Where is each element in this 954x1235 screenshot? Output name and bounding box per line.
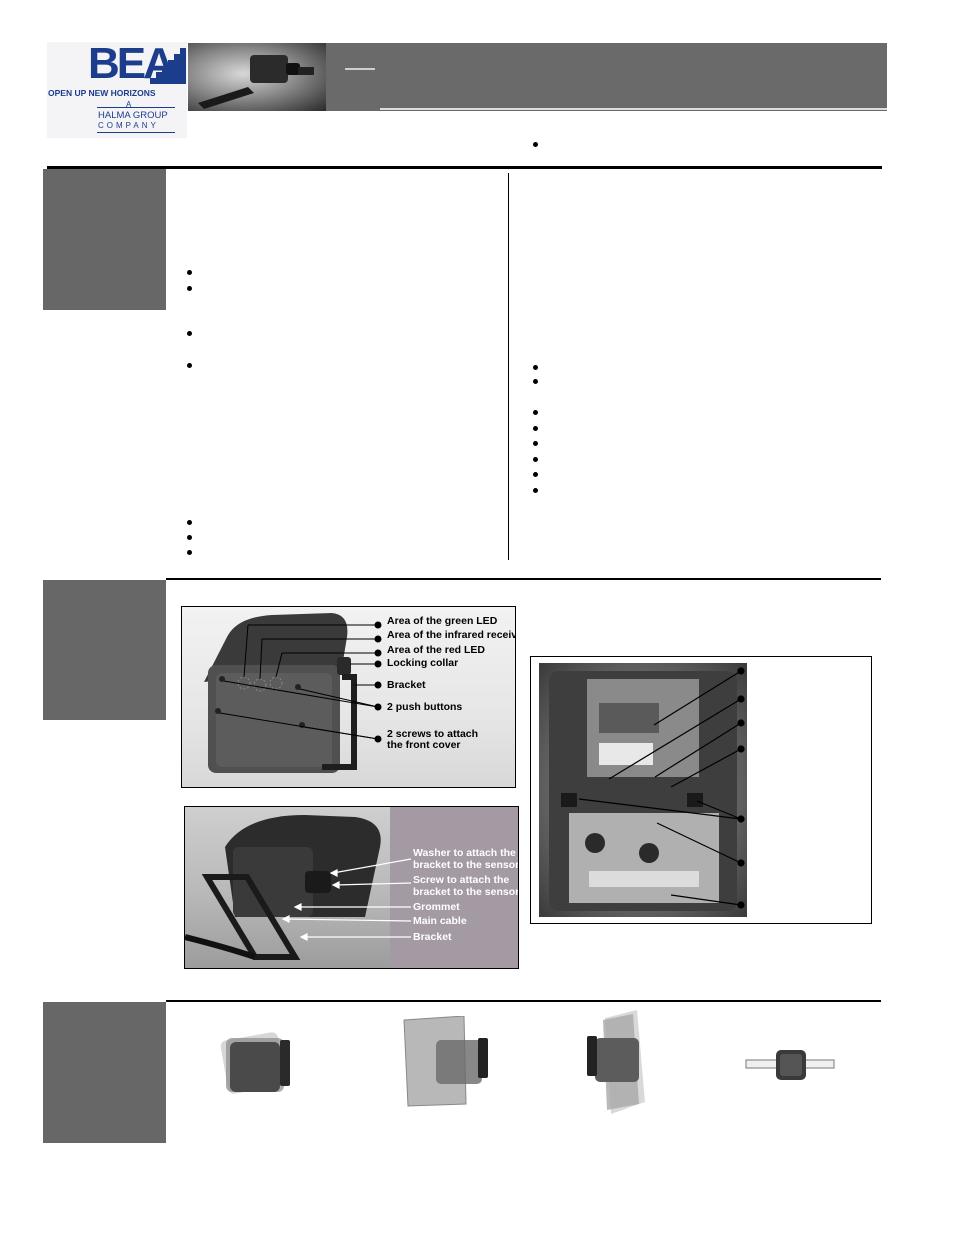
banner-rule xyxy=(380,108,887,110)
right-bullet xyxy=(533,379,538,384)
header-rule xyxy=(47,166,882,169)
left-bullet xyxy=(187,331,192,336)
sensor-surface-icon xyxy=(403,1016,488,1107)
label-screws: 2 screws to attach xyxy=(387,728,479,740)
label-infrared-receiver: Area of the infrared receiver xyxy=(387,629,516,641)
right-bullet xyxy=(533,365,538,370)
sensor-rotate-icon xyxy=(587,1010,645,1114)
left-bullet xyxy=(187,270,192,275)
label-push-buttons: 2 push buttons xyxy=(387,701,463,713)
label-washer-2: bracket to the sensor xyxy=(413,859,519,871)
label-grommet: Grommet xyxy=(413,901,460,913)
logo-background xyxy=(47,42,187,138)
section-2-tab xyxy=(43,580,166,720)
left-bullet xyxy=(187,286,192,291)
right-bullet xyxy=(533,488,538,493)
logo-stairs-icon xyxy=(150,48,186,84)
label-bracket: Bracket xyxy=(387,679,426,691)
section-2-rule xyxy=(166,578,881,580)
left-bullet xyxy=(187,535,192,540)
banner-dash xyxy=(345,68,375,70)
sensor-tilt-icon xyxy=(220,1032,290,1094)
halma-a: A xyxy=(126,100,132,109)
section-3-tab xyxy=(43,1002,166,1143)
header-bullet xyxy=(533,142,538,147)
right-bullet xyxy=(533,472,538,477)
left-bullet xyxy=(187,550,192,555)
section-3-rule xyxy=(166,1000,881,1002)
right-bullet xyxy=(533,457,538,462)
halma-divider-bottom xyxy=(97,132,175,133)
sensor-bracket-photo: Washer to attach the bracket to the sens… xyxy=(184,806,519,969)
label-red-led: Area of the red LED xyxy=(387,644,486,656)
right-bullet xyxy=(533,410,538,415)
banner-sensor-photo xyxy=(188,43,326,111)
logo-tagline: OPEN UP NEW HORIZONS xyxy=(48,88,156,98)
right-bullet xyxy=(533,426,538,431)
company-text: COMPANY xyxy=(98,121,159,130)
label-screw-2: bracket to the sensor xyxy=(413,886,519,898)
label-green-led: Area of the green LED xyxy=(387,615,498,627)
label-locking-collar: Locking collar xyxy=(387,657,459,669)
label-panel xyxy=(390,807,518,968)
label-bracket: Bracket xyxy=(413,931,452,943)
circuit-board-photo xyxy=(539,663,747,917)
sensor-front-photo: Area of the green LED Area of the infrar… xyxy=(181,606,516,788)
column-divider xyxy=(508,173,509,560)
left-bullet xyxy=(187,520,192,525)
right-bullet xyxy=(533,441,538,446)
halma-divider xyxy=(97,107,175,108)
sensor-open-photo xyxy=(530,656,872,924)
section-1-tab xyxy=(43,169,166,310)
left-bullet xyxy=(187,363,192,368)
label-main-cable: Main cable xyxy=(413,915,467,927)
label-front-cover: the front cover xyxy=(387,739,461,751)
sensor-rail-icon xyxy=(745,1050,835,1080)
label-screw: Screw to attach the xyxy=(413,874,510,886)
halma-group-text: HALMA GROUP xyxy=(98,110,168,121)
label-washer: Washer to attach the xyxy=(413,847,516,859)
